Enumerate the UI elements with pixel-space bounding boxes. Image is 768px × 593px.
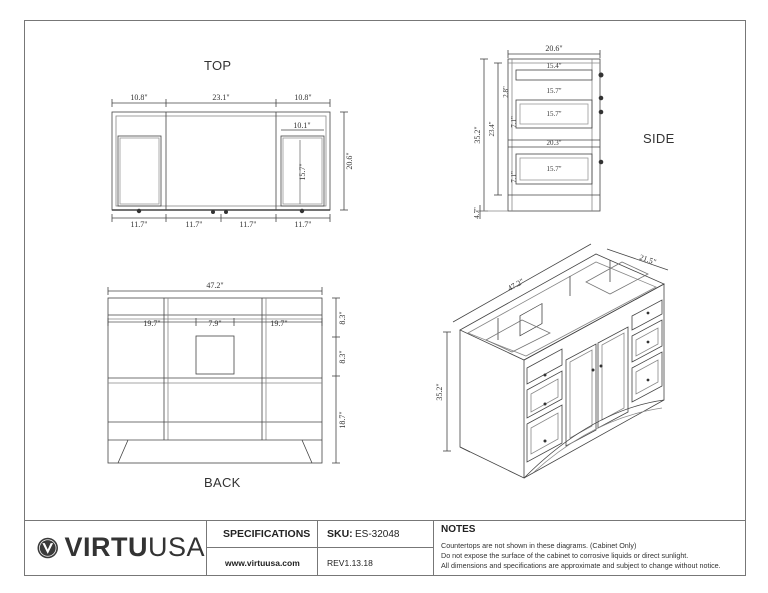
dim-side-d3: 15.7"	[546, 110, 561, 118]
knob-icon	[299, 208, 305, 214]
knob-icon	[211, 210, 215, 214]
side-drawer-2	[515, 99, 593, 129]
dim-back-r1: 8.3"	[338, 311, 347, 324]
dim-top-left: 10.8"	[130, 93, 147, 102]
dim-side-c: 7.1"	[510, 171, 518, 183]
iso-left-side	[459, 330, 525, 479]
dim-top-depth: 20.6"	[345, 152, 354, 169]
top-view-drawing	[111, 99, 348, 222]
dim-side-toe: 4.7"	[473, 207, 481, 219]
brand-wordmark: VIRTUUSA	[64, 532, 205, 562]
back-outline	[107, 297, 323, 464]
knob-icon	[598, 109, 604, 115]
dim-back-left: 19.7"	[143, 319, 160, 328]
dim-side-height: 35.2"	[473, 126, 482, 143]
view-label-back: BACK	[204, 475, 241, 490]
drawings: 10.8" 23.1" 10.8" 10.1" 20.6" 15.7" 11.7…	[107, 44, 669, 479]
title-block: VIRTUUSA SPECIFICATIONS www.virtuusa.com…	[25, 520, 745, 575]
dim-bottom-4: 11.7"	[295, 220, 312, 229]
dim-back-right: 19.7"	[270, 319, 287, 328]
dim-iso-height: 35.2"	[435, 383, 444, 400]
dim-side-d4: 15.7"	[546, 165, 561, 173]
dim-top-drawer: 10.1"	[293, 121, 310, 130]
side-drawer-3	[515, 153, 593, 185]
dim-bottom-1: 11.7"	[131, 220, 148, 229]
view-label-side: SIDE	[643, 131, 675, 146]
dim-bottom-3: 11.7"	[240, 220, 257, 229]
dim-side-top: 20.6"	[545, 44, 562, 53]
virtu-logo-icon	[37, 537, 58, 558]
notes-heading: NOTES	[441, 524, 476, 535]
iso-top	[459, 253, 665, 361]
side-drawer-1	[515, 69, 593, 81]
side-outline	[507, 58, 601, 212]
iso-view-drawing	[443, 243, 669, 479]
dim-side-d1: 15.4"	[546, 62, 561, 70]
knob-icon	[598, 95, 604, 101]
dim-top-drawer-h: 15.7"	[298, 163, 307, 180]
sku-label: SKU:	[327, 528, 353, 540]
dim-back-mid: 7.9"	[208, 319, 221, 328]
top-left-door	[117, 135, 162, 207]
knob-icon	[136, 208, 142, 214]
dim-side-d2: 15.7"	[546, 87, 561, 95]
dim-iso-depth: 21.5"	[638, 253, 657, 267]
dim-side-upper: 23.4"	[488, 121, 496, 136]
revision: REV1.13.18	[327, 558, 373, 568]
knob-icon	[598, 159, 604, 165]
specifications-heading: SPECIFICATIONS	[223, 528, 311, 540]
note-line: Countertops are not shown in these diagr…	[441, 541, 637, 550]
dim-bottom-2: 11.7"	[186, 220, 203, 229]
back-plumbing-cutout	[195, 335, 235, 375]
brand-logo: VIRTUUSA	[25, 520, 205, 575]
dim-back-r3: 18.7"	[338, 411, 347, 428]
dim-side-a: 2.8"	[502, 86, 510, 98]
dim-top-right: 10.8"	[294, 93, 311, 102]
sku-value: ES-32048	[355, 529, 400, 540]
side-view-drawing	[476, 50, 601, 219]
iso-front	[523, 283, 665, 479]
dim-side-b: 7.1"	[510, 116, 518, 128]
knob-icon	[224, 210, 228, 214]
dim-top-mid: 23.1"	[212, 93, 229, 102]
note-line: Do not expose the surface of the cabinet…	[441, 551, 689, 560]
dim-iso-width: 47.2"	[506, 277, 525, 293]
dim-back-r2: 8.3"	[338, 350, 347, 363]
sheet-border	[24, 20, 746, 576]
knob-icon	[598, 72, 604, 78]
dim-side-inner: 20.3"	[546, 139, 561, 147]
view-label-top: TOP	[204, 58, 232, 73]
top-right-door	[280, 135, 325, 207]
website-link[interactable]: www.virtuusa.com	[225, 558, 300, 568]
note-line: All dimensions and specifications are ap…	[441, 561, 721, 570]
dim-back-width: 47.2"	[206, 281, 223, 290]
back-view-drawing	[107, 287, 340, 464]
